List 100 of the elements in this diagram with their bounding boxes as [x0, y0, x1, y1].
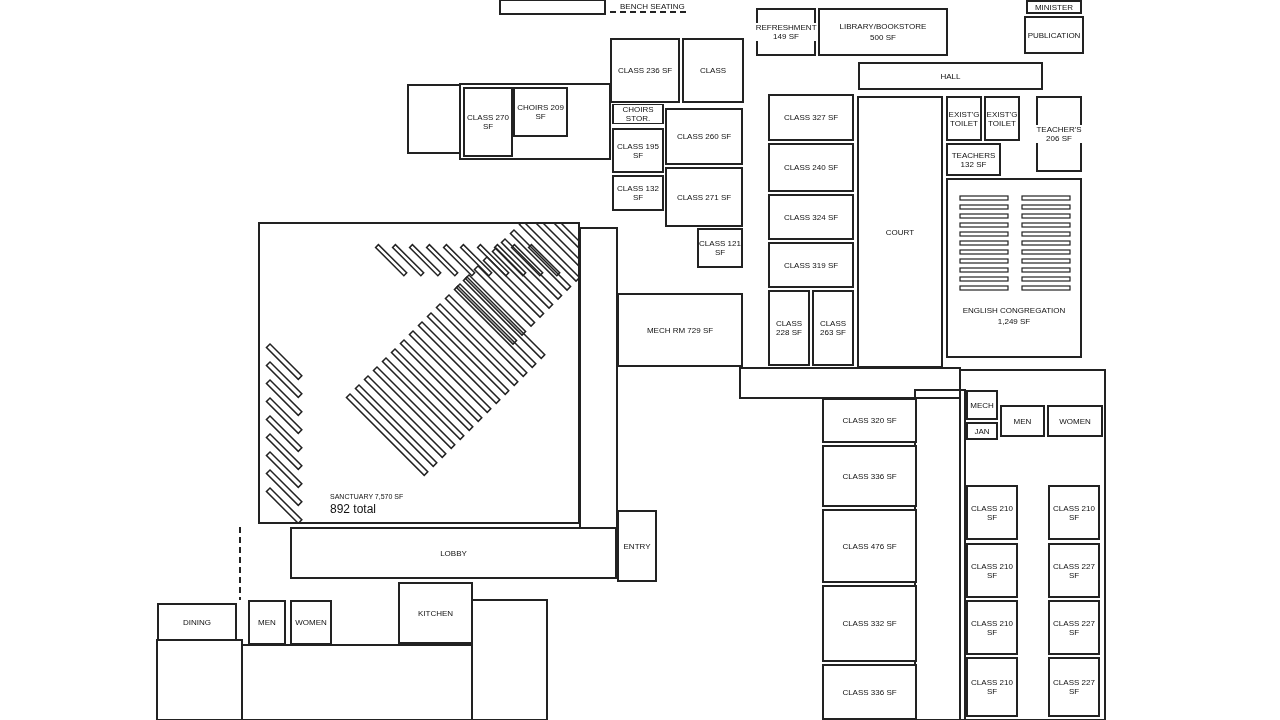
room: [822, 585, 917, 662]
room-label: CLASS 195 SF: [614, 141, 662, 160]
room-label: CLASS 270 SF: [465, 113, 511, 131]
room: [946, 178, 1082, 358]
room: [1048, 543, 1100, 598]
room-label: CLASS 336 SF: [842, 471, 897, 481]
room-label: HALL: [940, 71, 961, 81]
room: [768, 143, 854, 192]
room: [818, 8, 948, 56]
room-label: CLASS 260 SF: [676, 132, 732, 141]
room-label: MEN: [258, 618, 276, 627]
room-label: DINING: [183, 617, 211, 627]
room-label: EXIST'G TOILET: [948, 109, 980, 128]
room-label: CHOIRS 209 SF: [515, 103, 566, 121]
room-label: CLASS 227 SF: [1050, 561, 1098, 580]
room-label: CLASS 236 SF: [617, 66, 673, 75]
room: [513, 87, 568, 137]
room: [756, 8, 816, 56]
room-label: CLASS 324 SF: [783, 212, 839, 222]
room: [248, 600, 286, 645]
room: [1000, 405, 1045, 437]
room-label: EXIST'G TOILET: [986, 109, 1018, 128]
room: [1048, 600, 1100, 655]
room-label: CLASS 320 SF: [842, 416, 897, 425]
room-label: CLASS 476 SF: [842, 541, 897, 551]
room: [1048, 485, 1100, 540]
room: [857, 96, 943, 368]
room-label: CLASS 327 SF: [783, 113, 839, 122]
room-label: CLASS 210 SF: [968, 561, 1016, 580]
room-label: CLASS 132 SF: [614, 184, 662, 202]
room-label: TEACHER'S 206 SF: [1036, 125, 1082, 143]
room: [966, 600, 1018, 655]
room-label: JAN: [974, 426, 990, 436]
room: [822, 664, 917, 720]
room: [617, 293, 743, 367]
room: [398, 582, 473, 644]
room-label: CLASS 210 SF: [968, 503, 1016, 522]
room: [822, 445, 917, 507]
room-label: CLASS 210 SF: [968, 678, 1016, 696]
room-label: 1,249 SF: [997, 317, 1031, 326]
room: [822, 398, 917, 443]
room-label: CLASS 271 SF: [676, 192, 732, 202]
room-label: PUBLICATION: [1027, 30, 1081, 40]
room-label: CLASS 227 SF: [1050, 618, 1098, 637]
room: [665, 167, 743, 227]
room: [290, 527, 617, 579]
room: [617, 510, 657, 582]
room: [768, 242, 854, 288]
room: [290, 600, 332, 645]
room: [768, 290, 810, 366]
room-label: CLASS 121 SF: [699, 239, 741, 257]
room: [1048, 657, 1100, 717]
room-label: MINISTER: [1034, 2, 1074, 12]
room-label: WOMEN: [1059, 416, 1091, 426]
room-label: COURT: [885, 227, 915, 237]
room: [682, 38, 744, 103]
room-label: LIBRARY/BOOKSTORE: [839, 22, 927, 31]
room-label: CLASS 336 SF: [842, 687, 897, 697]
room-label: CLASS: [699, 66, 727, 75]
room: [610, 38, 680, 103]
room-label: WOMEN: [295, 618, 327, 627]
room: [1026, 0, 1082, 14]
room: [1047, 405, 1103, 437]
room: [463, 87, 513, 157]
room-label: CLASS 240 SF: [783, 163, 839, 172]
room-label: REFRESHMENT 149 SF: [755, 23, 817, 41]
room-label: MECH: [970, 400, 994, 410]
room: [946, 143, 1001, 176]
room-label: CLASS 210 SF: [968, 618, 1016, 637]
room: [966, 543, 1018, 598]
room-label: CLASS 319 SF: [783, 260, 839, 270]
room: [612, 128, 664, 173]
room-label: CHOIRS STOR.: [614, 105, 662, 123]
room: [1036, 96, 1082, 172]
room-label: CLASS 332 SF: [842, 619, 897, 628]
area-label: BENCH SEATING: [620, 2, 685, 11]
room: [822, 509, 917, 583]
room: [984, 96, 1020, 141]
room-label: 892 total: [330, 503, 377, 516]
room-label: ENGLISH CONGREGATION: [962, 306, 1066, 315]
room: [966, 485, 1018, 540]
room-label: MEN: [1013, 416, 1032, 426]
room-label: CLASS 227 SF: [1050, 678, 1098, 696]
room: [768, 194, 854, 240]
room: [697, 228, 743, 268]
room-label: KITCHEN: [417, 608, 454, 618]
room: [1024, 16, 1084, 54]
room: [768, 94, 854, 141]
room: [612, 175, 664, 211]
room: [665, 108, 743, 165]
room: [966, 657, 1018, 717]
room-label: 500 SF: [870, 33, 896, 42]
room: [966, 390, 998, 420]
room-label: ENTRY: [623, 541, 651, 551]
room: [157, 603, 237, 641]
room: [946, 96, 982, 141]
room: [966, 422, 998, 440]
room-label: MECH RM 729 SF: [646, 325, 714, 335]
room: [812, 290, 854, 366]
room-label: LOBBY: [440, 548, 467, 558]
